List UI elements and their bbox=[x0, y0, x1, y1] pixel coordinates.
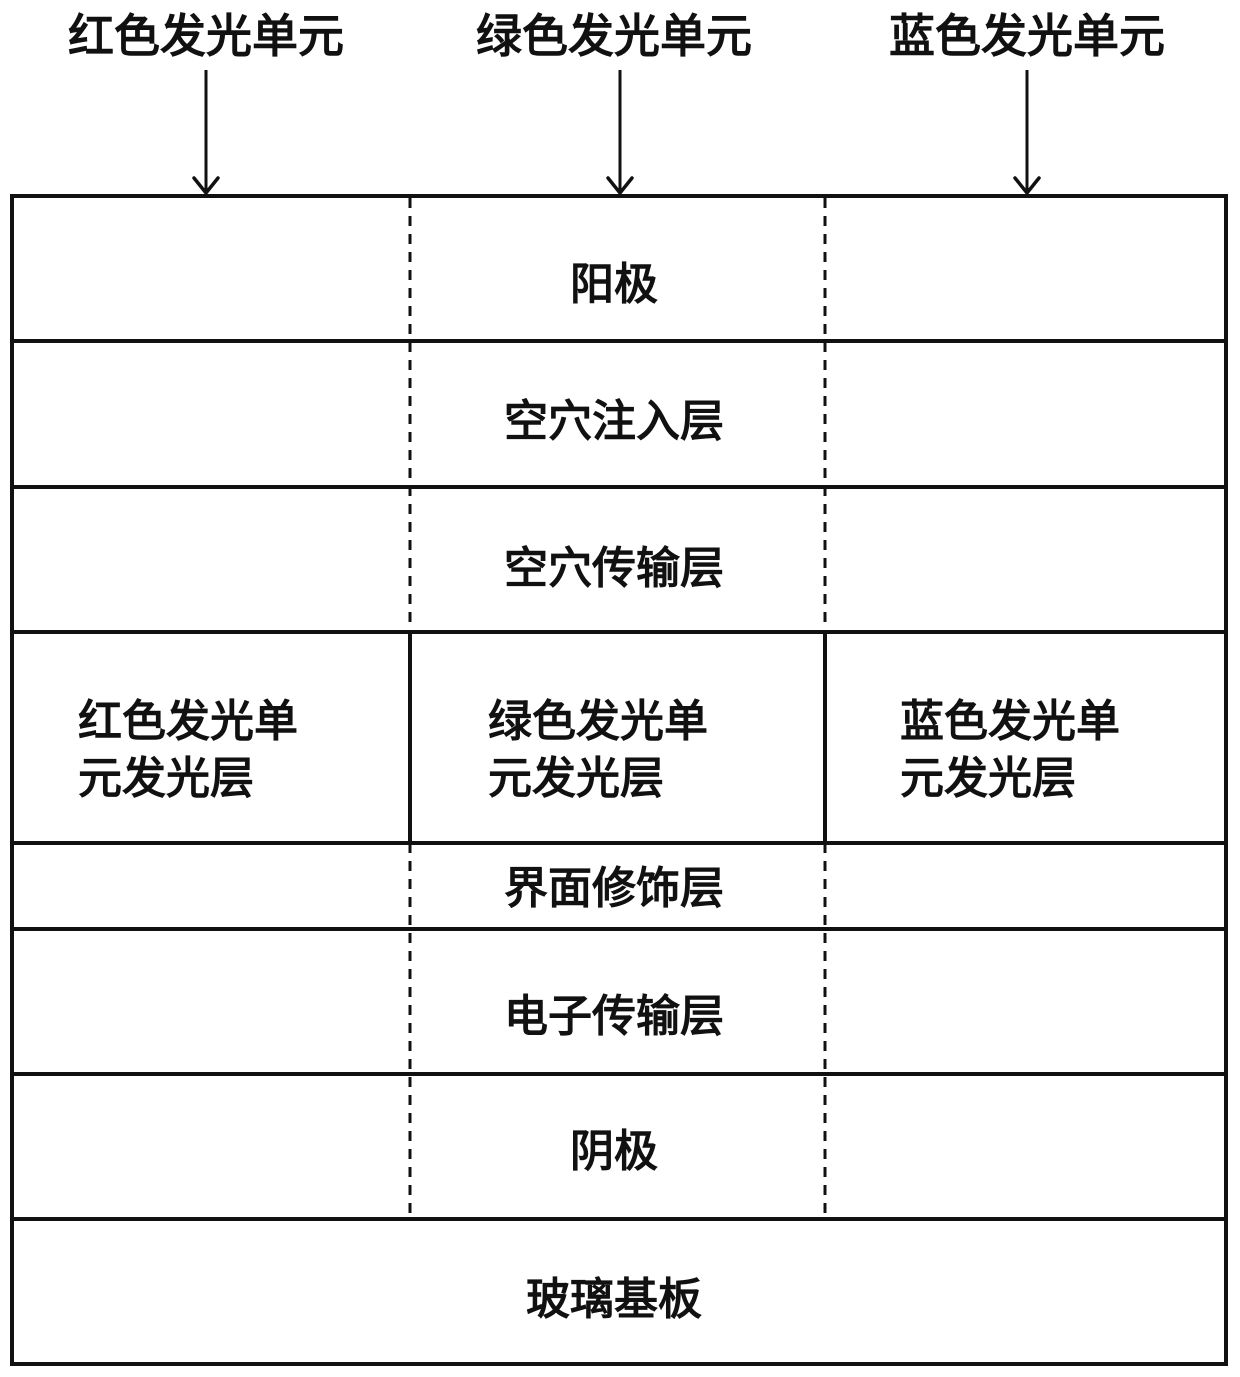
red-unit-label: 红色发光单元 bbox=[68, 9, 344, 63]
anode-label: 阳极 bbox=[570, 259, 658, 310]
svg-text:元发光层: 元发光层 bbox=[78, 753, 254, 804]
hole-transport-layer-label: 空穴传输层 bbox=[504, 543, 724, 594]
blue-unit-arrow bbox=[1015, 70, 1039, 193]
svg-text:元发光层: 元发光层 bbox=[488, 753, 664, 804]
glass-substrate-label: 玻璃基板 bbox=[526, 1274, 702, 1325]
electron-transport-layer-label: 电子传输层 bbox=[504, 991, 724, 1042]
red-unit-arrow bbox=[194, 70, 218, 193]
svg-text:绿色发光单: 绿色发光单 bbox=[488, 696, 708, 747]
hole-injection-layer-label: 空穴注入层 bbox=[504, 396, 724, 447]
green-unit-arrow bbox=[608, 70, 632, 193]
interface-modification-layer-label: 界面修饰层 bbox=[504, 863, 724, 914]
red-emitting-layer-label: 红色发光单 元发光层 bbox=[78, 696, 298, 804]
svg-text:红色发光单: 红色发光单 bbox=[78, 696, 298, 747]
blue-unit-label: 蓝色发光单元 bbox=[889, 9, 1165, 63]
svg-text:元发光层: 元发光层 bbox=[900, 753, 1076, 804]
blue-emitting-layer-label: 蓝色发光单 元发光层 bbox=[900, 696, 1120, 804]
cathode-label: 阴极 bbox=[570, 1126, 658, 1177]
green-unit-label: 绿色发光单元 bbox=[476, 9, 752, 63]
svg-text:蓝色发光单: 蓝色发光单 bbox=[900, 696, 1120, 747]
green-emitting-layer-label: 绿色发光单 元发光层 bbox=[488, 696, 708, 804]
